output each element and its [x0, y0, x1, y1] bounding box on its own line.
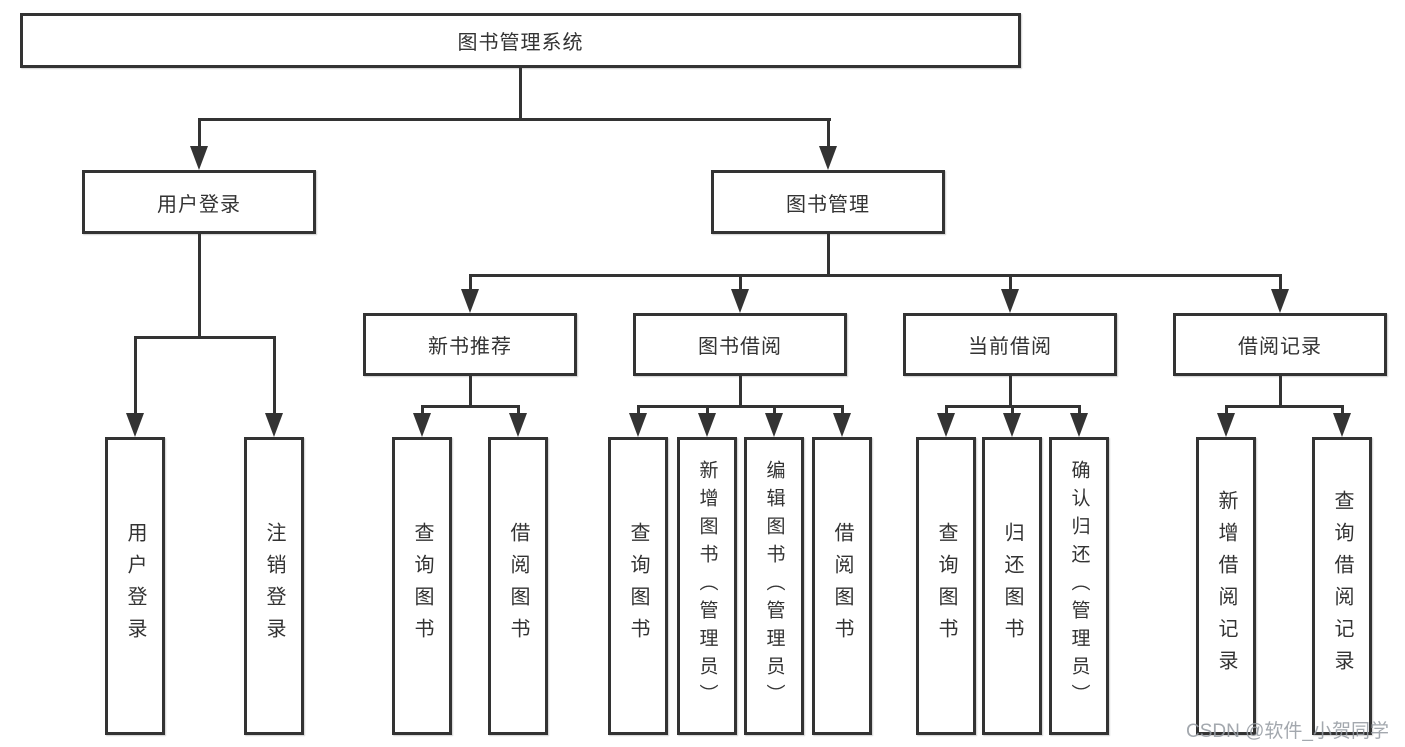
node-book-management-label: 图书管理 [786, 193, 870, 216]
leaf-cb-query-books: 查询图书 [916, 437, 976, 735]
node-borrow-records: 借阅记录 [1173, 313, 1387, 376]
connector-line [1340, 408, 1344, 414]
connector-line [420, 405, 520, 408]
arrow-down-icon [819, 146, 837, 170]
connector-line [1278, 376, 1282, 408]
arrow-down-icon [937, 413, 955, 437]
connector-line [468, 277, 472, 290]
connector-line [826, 121, 830, 146]
arrow-down-icon [1001, 289, 1019, 313]
leaf-bb-edit-books-label: 编辑图书（管理员） [763, 460, 785, 712]
arrow-down-icon [1070, 413, 1088, 437]
connector-line [1008, 376, 1012, 408]
arrow-down-icon [1271, 289, 1289, 313]
node-book-borrowing-label: 图书借阅 [698, 336, 782, 358]
connector-line [944, 408, 948, 414]
connector-line [1008, 277, 1012, 290]
leaf-bb-query-books-label: 查询图书 [627, 522, 649, 650]
connector-line [272, 339, 276, 414]
leaf-bb-edit-books: 编辑图书（管理员） [744, 437, 804, 735]
leaf-nbr-borrow-books: 借阅图书 [488, 437, 548, 735]
leaf-bb-borrow-books-label: 借阅图书 [831, 522, 853, 650]
leaf-nbr-query-books: 查询图书 [392, 437, 452, 735]
arrow-down-icon [698, 413, 716, 437]
node-root-label: 图书管理系统 [457, 32, 584, 54]
connector-line [738, 376, 742, 408]
node-new-book-recommend-label: 新书推荐 [428, 336, 512, 358]
node-root: 图书管理系统 [20, 13, 1021, 68]
connector-line [636, 408, 640, 414]
leaf-br-query-record-label: 查询借阅记录 [1331, 490, 1353, 682]
arrow-down-icon [1217, 413, 1235, 437]
connector-line [1224, 408, 1228, 414]
node-new-book-recommend: 新书推荐 [363, 313, 577, 376]
arrow-down-icon [190, 146, 208, 170]
leaf-nbr-query-books-label: 查询图书 [411, 522, 433, 650]
connector-line [516, 408, 520, 414]
leaf-user-login: 用户登录 [105, 437, 165, 735]
node-book-management: 图书管理 [711, 170, 945, 234]
node-current-borrowing: 当前借阅 [903, 313, 1117, 376]
arrow-down-icon [461, 289, 479, 313]
csdn-watermark: CSDN @软件_小贺同学 [1186, 721, 1389, 742]
connector-line [197, 118, 831, 121]
leaf-br-add-record-label: 新增借阅记录 [1215, 490, 1237, 682]
node-current-borrowing-label: 当前借阅 [968, 336, 1052, 358]
leaf-br-add-record: 新增借阅记录 [1196, 437, 1256, 735]
leaf-br-query-record: 查询借阅记录 [1312, 437, 1372, 735]
leaf-cb-confirm-return-label: 确认归还（管理员） [1068, 460, 1090, 712]
connector-line [1010, 408, 1014, 414]
connector-line [468, 376, 472, 408]
arrow-down-icon [509, 413, 527, 437]
connector-line [1077, 408, 1081, 414]
arrow-down-icon [1333, 413, 1351, 437]
connector-line [636, 405, 844, 408]
connector-line [197, 233, 201, 339]
leaf-bb-borrow-books: 借阅图书 [812, 437, 872, 735]
connector-line [133, 339, 137, 414]
connector-line [840, 408, 844, 414]
node-book-borrowing: 图书借阅 [633, 313, 847, 376]
connector-line [1278, 277, 1282, 290]
arrow-down-icon [265, 413, 283, 437]
arrow-down-icon [413, 413, 431, 437]
leaf-logout-label: 注销登录 [263, 522, 285, 650]
connector-line [133, 336, 276, 339]
connector-line [518, 68, 522, 121]
leaf-bb-add-books: 新增图书（管理员） [677, 437, 737, 735]
connector-line [772, 408, 776, 414]
connector-line [468, 274, 1282, 277]
arrow-down-icon [1003, 413, 1021, 437]
arrow-down-icon [126, 413, 144, 437]
connector-line [1224, 405, 1344, 408]
connector-line [197, 121, 201, 146]
arrow-down-icon [629, 413, 647, 437]
connector-line [826, 234, 830, 277]
arrow-down-icon [833, 413, 851, 437]
connector-line [738, 277, 742, 290]
leaf-bb-add-books-label: 新增图书（管理员） [696, 460, 718, 712]
leaf-user-login-label: 用户登录 [124, 522, 146, 650]
leaf-cb-query-books-label: 查询图书 [935, 522, 957, 650]
connector-line [420, 408, 424, 414]
leaf-nbr-borrow-books-label: 借阅图书 [507, 522, 529, 650]
connector-line [944, 405, 1081, 408]
arrow-down-icon [765, 413, 783, 437]
leaf-logout: 注销登录 [244, 437, 304, 735]
node-user-login: 用户登录 [82, 170, 316, 234]
node-user-login-label: 用户登录 [157, 193, 241, 216]
connector-line [705, 408, 709, 414]
leaf-cb-return-books: 归还图书 [982, 437, 1042, 735]
arrow-down-icon [731, 289, 749, 313]
leaf-bb-query-books: 查询图书 [608, 437, 668, 735]
node-borrow-records-label: 借阅记录 [1238, 336, 1322, 358]
leaf-cb-return-books-label: 归还图书 [1001, 522, 1023, 650]
leaf-cb-confirm-return: 确认归还（管理员） [1049, 437, 1109, 735]
